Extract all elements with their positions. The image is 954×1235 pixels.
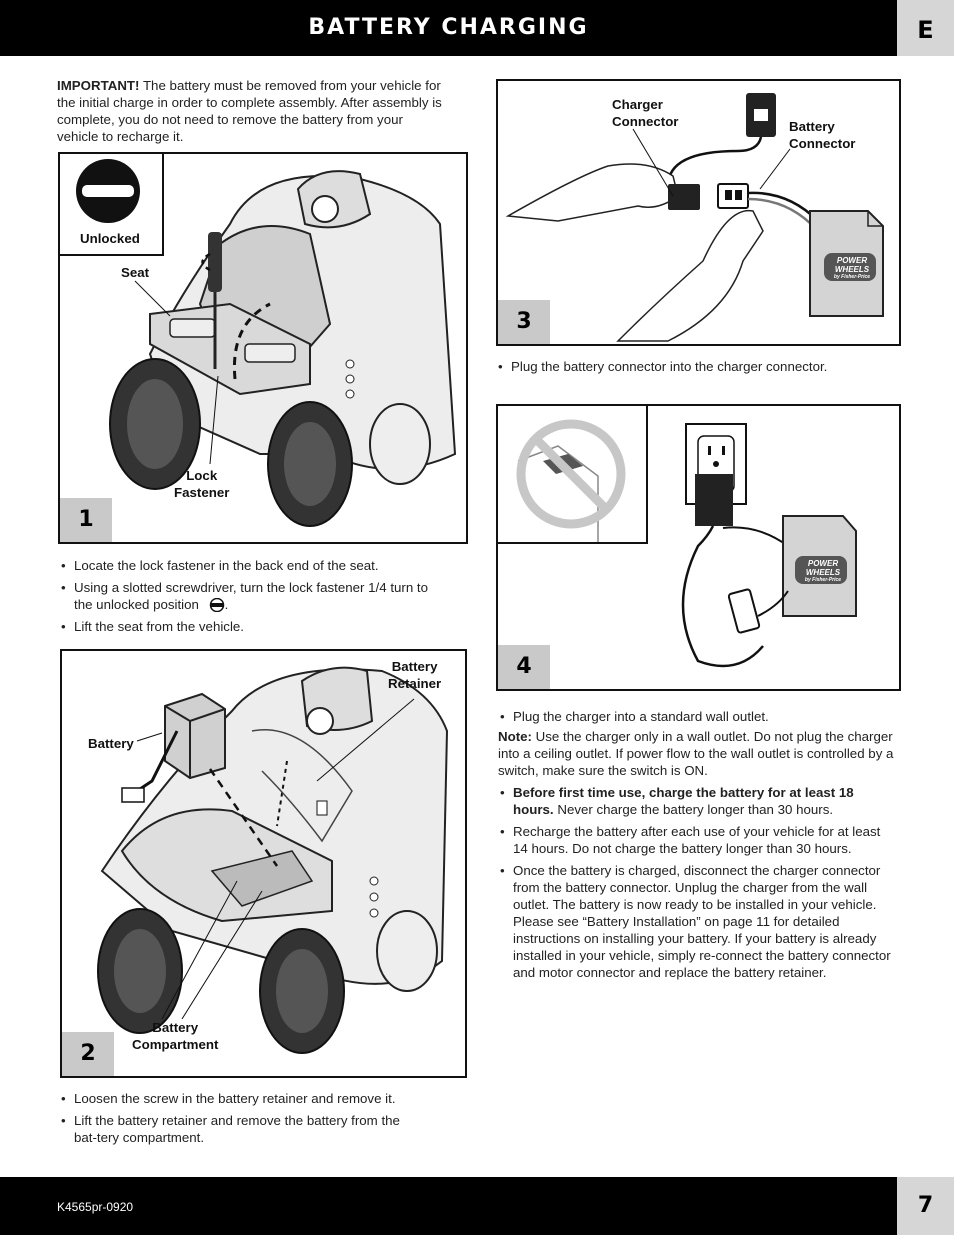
list-item: Plug the charger into a standard wall ou… — [498, 708, 894, 725]
list-item: Lift the seat from the vehicle. — [59, 618, 449, 635]
intro-paragraph: IMPORTANT! The battery must be removed f… — [57, 77, 442, 145]
language-tab: E — [897, 0, 954, 56]
unlocked-position-icon — [209, 598, 224, 613]
header-bar — [0, 0, 897, 56]
step3-panel: POWER WHEELS by Fisher-Price Charger Con… — [496, 79, 901, 346]
list-item: Locate the lock fastener in the back end… — [59, 557, 449, 574]
step3-instructions: Plug the battery connector into the char… — [496, 358, 896, 380]
list-item: Recharge the battery after each use of y… — [498, 823, 894, 857]
page-number: 7 — [897, 1177, 954, 1235]
battery-retainer-label: Battery Retainer — [388, 659, 442, 691]
page-title: BATTERY CHARGING — [308, 15, 589, 40]
seat-label: Seat — [121, 265, 150, 280]
list-item: Plug the battery connector into the char… — [496, 358, 896, 375]
list-item: Loosen the screw in the battery retainer… — [59, 1090, 419, 1107]
step1-number: 1 — [60, 498, 112, 542]
step1-panel: Unlocked Seat Lock Fastener 1 — [58, 152, 468, 544]
step2-panel: Battery Battery Retainer Battery Compart… — [60, 649, 467, 1078]
no-ceiling-outlet-inset — [498, 406, 648, 544]
step4-number: 4 — [498, 645, 550, 689]
unlocked-position-icon — [76, 159, 140, 223]
intro-text: The battery must be removed from your ve… — [57, 78, 442, 144]
power-wheels-logo: POWER WHEELS by Fisher-Price — [804, 559, 842, 583]
list-item: Before first time use, charge the batter… — [498, 784, 894, 818]
wall-outlet-illustration — [681, 423, 857, 668]
step3-number: 3 — [498, 300, 550, 344]
power-wheels-logo: POWER WHEELS by Fisher-Price — [833, 256, 871, 280]
atv-seat-illustration — [109, 170, 457, 527]
battery-label: Battery — [88, 736, 134, 751]
step4-instructions: Plug the charger into a standard wall ou… — [498, 708, 894, 986]
connectors-illustration — [505, 93, 884, 342]
step2-instructions: Loosen the screw in the battery retainer… — [59, 1090, 419, 1151]
battery-connector-label: Battery Connector — [789, 119, 856, 151]
lock-fastener-label: Lock Fastener — [174, 468, 230, 500]
list-item: Using a slotted screwdriver, turn the lo… — [59, 579, 449, 613]
step4-panel: POWER WHEELS by Fisher-Price 4 — [496, 404, 901, 691]
prohibited-icon — [516, 419, 626, 542]
note-label: Note: — [498, 729, 532, 744]
unlocked-label: Unlocked — [80, 231, 140, 246]
atv-battery-compartment-illustration — [97, 666, 449, 1054]
document-code: K4565pr-0920 — [57, 1200, 134, 1214]
step2-number: 2 — [62, 1032, 114, 1076]
list-item: Once the battery is charged, disconnect … — [498, 862, 894, 981]
note-paragraph: Note: Use the charger only in a wall out… — [498, 729, 894, 778]
charger-connector-label: Charger Connector — [612, 97, 679, 129]
list-item: Lift the battery retainer and remove the… — [59, 1112, 419, 1146]
battery-compartment-label: Battery Compartment — [132, 1020, 219, 1052]
step1-instructions: Locate the lock fastener in the back end… — [59, 557, 449, 640]
unlocked-inset: Unlocked — [60, 154, 164, 256]
footer-bar — [0, 1177, 897, 1235]
important-label: IMPORTANT! — [57, 78, 140, 93]
